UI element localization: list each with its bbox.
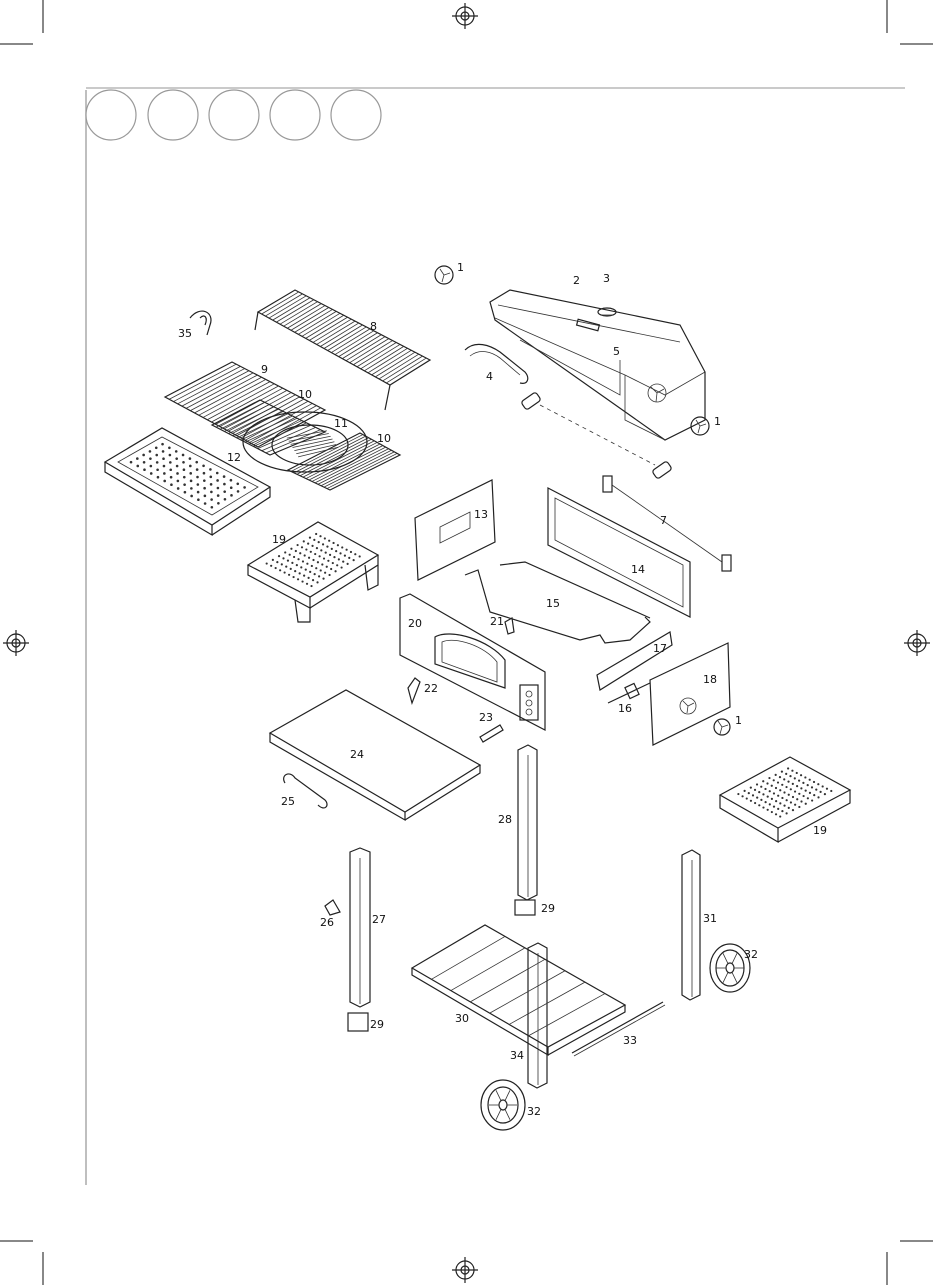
registration-mark-left [3,630,29,656]
part-label-7: 7 [660,514,667,527]
part-label-21: 21 [490,615,504,628]
wheels [481,944,750,1130]
part-label-9: 9 [261,363,268,376]
part-label-25: 25 [281,795,295,808]
warming-rack [255,290,430,410]
part-label-29: 29 [370,1018,384,1031]
part-label-26: 26 [320,916,334,929]
part-label-1: 1 [714,415,721,428]
part-label-22: 22 [424,682,438,695]
part-label-30: 30 [455,1012,469,1025]
part-label-10: 10 [298,388,312,401]
part-label-19: 19 [272,533,286,546]
lid-assembly [435,266,709,479]
axle [572,1002,665,1056]
part-label-16: 16 [618,702,632,715]
part-label-31: 31 [703,912,717,925]
header-tab-circles [86,90,381,140]
part-label-3: 3 [603,272,610,285]
ash-tray-assembly [270,690,480,820]
part-label-23: 23 [479,711,493,724]
part-label-11: 11 [334,417,348,430]
part-label-18: 18 [703,673,717,686]
hook [190,311,211,335]
registration-mark-bottom [452,1257,478,1283]
part-label-14: 14 [631,563,645,576]
registration-mark-top [452,3,478,29]
part-label-24: 24 [350,748,364,761]
part-label-1: 1 [735,714,742,727]
part-label-13: 13 [474,508,488,521]
part-label-10: 10 [377,432,391,445]
bottom-shelf [412,925,625,1055]
part-label-17: 17 [653,642,667,655]
part-label-32: 32 [744,948,758,961]
registration-mark-right [904,630,930,656]
part-label-8: 8 [370,320,377,333]
part-label-34: 34 [510,1049,524,1062]
part-label-28: 28 [498,813,512,826]
part-label-29: 29 [541,902,555,915]
side-shelf-right [720,757,850,842]
part-label-20: 20 [408,617,422,630]
part-label-5: 5 [613,345,620,358]
page-frame [86,88,905,1185]
part-label-35: 35 [178,327,192,340]
cooking-grates [165,362,400,490]
part-label-1: 1 [457,261,464,274]
part-label-27: 27 [372,913,386,926]
part-label-12: 12 [227,451,241,464]
part-label-2: 2 [573,274,580,287]
part-label-19: 19 [813,824,827,837]
firebox-panels [400,476,731,745]
part-label-4: 4 [486,370,493,383]
part-label-15: 15 [546,597,560,610]
part-label-32: 32 [527,1105,541,1118]
part-label-33: 33 [623,1034,637,1047]
side-shelf-left [248,522,378,622]
charcoal-tray [105,428,270,535]
